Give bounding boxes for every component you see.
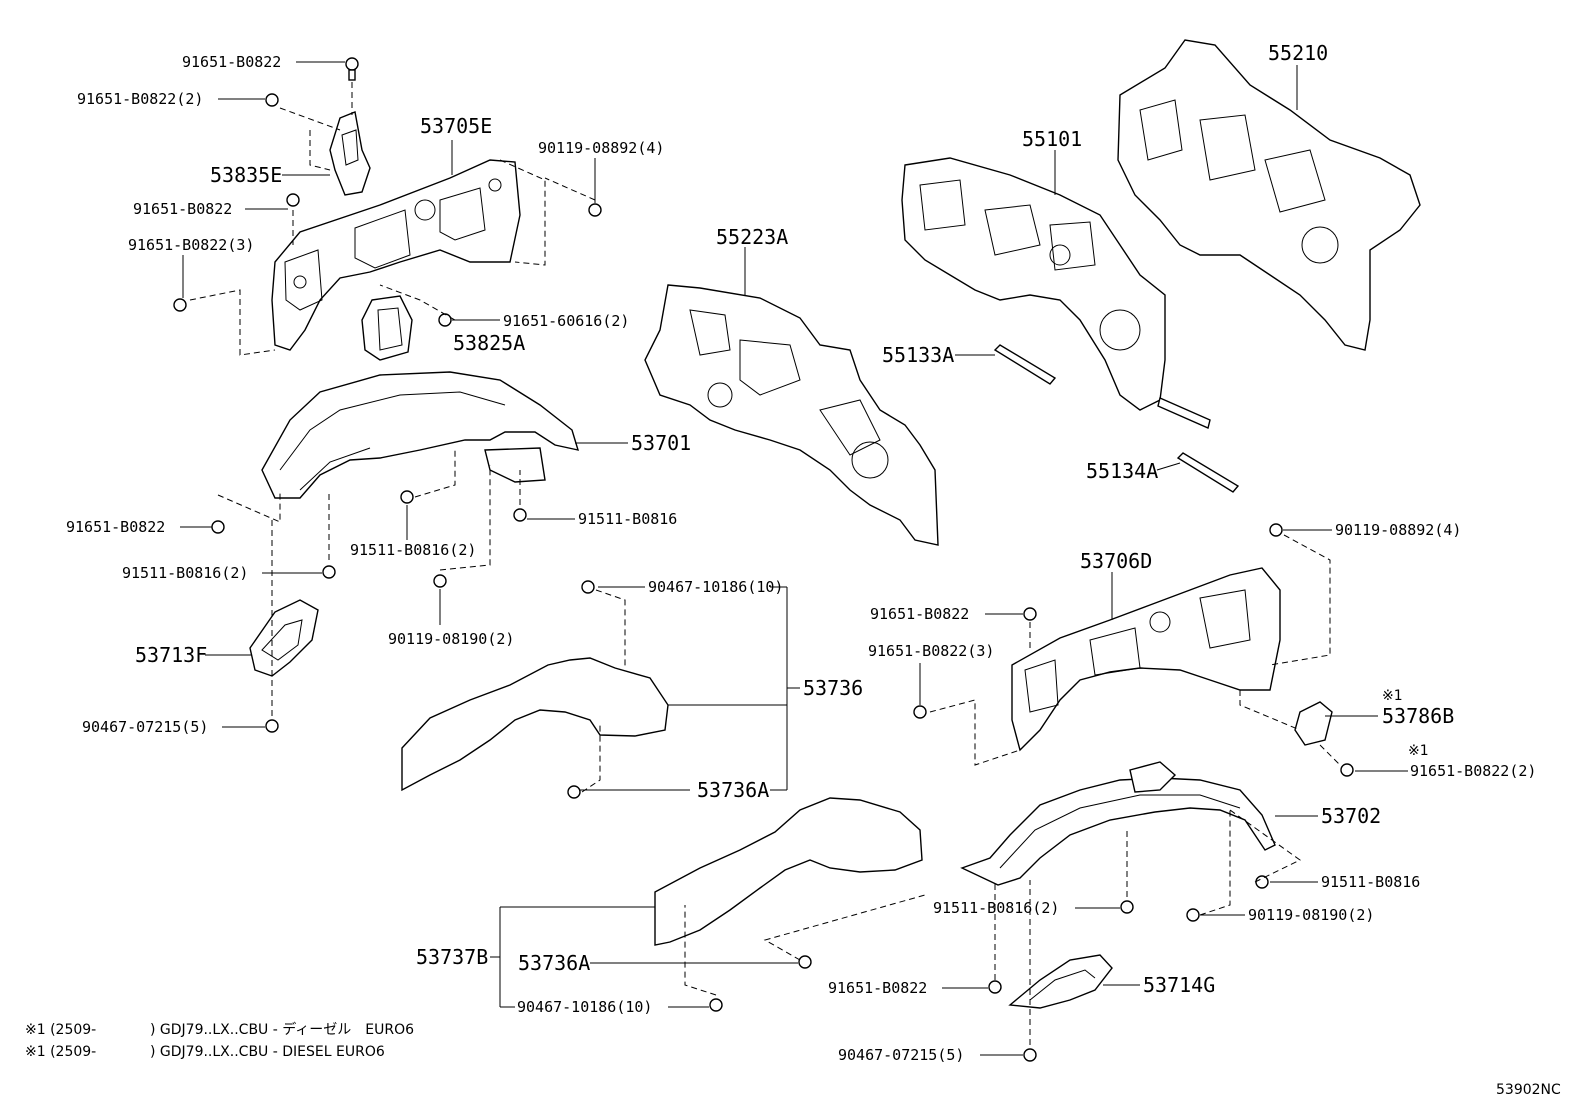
- label-91651-b0822[interactable]: 91651-B0822: [66, 518, 165, 536]
- part-53713f-bracket[interactable]: [249, 599, 319, 677]
- part-55210-insulator[interactable]: [1117, 39, 1421, 351]
- label-91511-b0816-2[interactable]: 91511-B0816(2): [933, 899, 1059, 917]
- part-53736-liner[interactable]: [401, 657, 669, 792]
- assembly-lines: [189, 82, 1341, 1045]
- footnote-mark: ※1 (2509-: [25, 1022, 96, 1038]
- label-91651-b0822[interactable]: 91651-B0822: [828, 979, 927, 997]
- diagram-id: 53902NC: [1496, 1082, 1561, 1098]
- label-91651-b0822-2[interactable]: 91651-B0822(2): [77, 90, 203, 108]
- label-91651-b0822-2[interactable]: 91651-B0822(2): [1410, 762, 1536, 780]
- label-91651-b0822-3[interactable]: 91651-B0822(3): [128, 236, 254, 254]
- label-53825a[interactable]: 53825A: [453, 331, 525, 355]
- label-91511-b0816-2[interactable]: 91511-B0816(2): [122, 564, 248, 582]
- leader-lines: [180, 61, 1408, 1056]
- label-91651-b0822-3[interactable]: 91651-B0822(3): [868, 642, 994, 660]
- label-53835e[interactable]: 53835E: [210, 163, 282, 187]
- footnote-text: ) GDJ79..LX..CBU - ディーゼル EURO6: [150, 1021, 414, 1038]
- label-55223a[interactable]: 55223A: [716, 225, 788, 249]
- label-53736[interactable]: 53736: [803, 676, 863, 700]
- part-labels: 91651-B0822 91651-B0822(2) 53705E 90119-…: [66, 41, 1536, 1064]
- label-mark-53786b: ※1: [1382, 688, 1403, 704]
- part-53702-fender-liner[interactable]: [960, 761, 1276, 886]
- label-90467-10186-10[interactable]: 90467-10186(10): [648, 578, 783, 596]
- label-90467-07215-5[interactable]: 90467-07215(5): [838, 1046, 964, 1064]
- label-53737b[interactable]: 53737B: [416, 945, 488, 969]
- label-90119-08190-2[interactable]: 90119-08190(2): [1248, 906, 1374, 924]
- part-53737b-liner[interactable]: [654, 797, 923, 946]
- label-53705e[interactable]: 53705E: [420, 114, 492, 138]
- part-53825a-seal[interactable]: [361, 295, 413, 361]
- label-53714g[interactable]: 53714G: [1143, 973, 1215, 997]
- label-91651-b0822[interactable]: 91651-B0822: [870, 605, 969, 623]
- footnote-text: ) GDJ79..LX..CBU - DIESEL EURO6: [150, 1044, 385, 1060]
- bolt-icon: [173, 57, 1354, 1062]
- label-90119-08892-4[interactable]: 90119-08892(4): [538, 139, 664, 157]
- footnote-mark: ※1 (2509-: [25, 1044, 96, 1060]
- label-91651-b0822[interactable]: 91651-B0822: [182, 53, 281, 71]
- label-53736a[interactable]: 53736A: [697, 778, 769, 802]
- label-mark-91651-b0822-2: ※1: [1408, 743, 1429, 759]
- part-55101-dash-panel[interactable]: [901, 157, 1166, 411]
- footnotes: ※1 (2509- ) GDJ79..LX..CBU - ディーゼル EURO6…: [25, 1021, 414, 1060]
- label-53713f[interactable]: 53713F: [135, 643, 207, 667]
- label-90119-08190-2[interactable]: 90119-08190(2): [388, 630, 514, 648]
- label-91651-b0822[interactable]: 91651-B0822: [133, 200, 232, 218]
- part-55223a-insulator[interactable]: [644, 284, 939, 546]
- part-55134a-strip[interactable]: [1176, 452, 1240, 493]
- label-91511-b0816[interactable]: 91511-B0816: [578, 510, 677, 528]
- label-90467-07215-5[interactable]: 90467-07215(5): [82, 718, 208, 736]
- part-53706d-apron[interactable]: [1011, 567, 1281, 752]
- label-55134a[interactable]: 55134A: [1086, 459, 1158, 483]
- label-55210[interactable]: 55210: [1268, 41, 1328, 65]
- label-90119-08892-4[interactable]: 90119-08892(4): [1335, 521, 1461, 539]
- label-53786b[interactable]: 53786B: [1382, 704, 1454, 728]
- part-53714g-bracket[interactable]: [1008, 954, 1113, 1009]
- part-53786b-bracket[interactable]: [1294, 701, 1333, 746]
- part-55101-tail: [1157, 397, 1211, 429]
- part-55133a-strip[interactable]: [993, 344, 1057, 385]
- label-55101[interactable]: 55101: [1022, 127, 1082, 151]
- label-53702[interactable]: 53702: [1321, 804, 1381, 828]
- part-53701-fender-liner[interactable]: [261, 371, 580, 499]
- label-53736a[interactable]: 53736A: [518, 951, 590, 975]
- part-53835e-bracket[interactable]: [329, 111, 371, 196]
- label-90467-10186-10[interactable]: 90467-10186(10): [517, 998, 652, 1016]
- label-91651-60616-2[interactable]: 91651-60616(2): [503, 312, 629, 330]
- label-55133a[interactable]: 55133A: [882, 343, 954, 367]
- label-91511-b0816-2[interactable]: 91511-B0816(2): [350, 541, 476, 559]
- label-53701[interactable]: 53701: [631, 431, 691, 455]
- label-91511-b0816[interactable]: 91511-B0816: [1321, 873, 1420, 891]
- part-53705e-apron[interactable]: [271, 159, 521, 351]
- label-53706d[interactable]: 53706D: [1080, 549, 1152, 573]
